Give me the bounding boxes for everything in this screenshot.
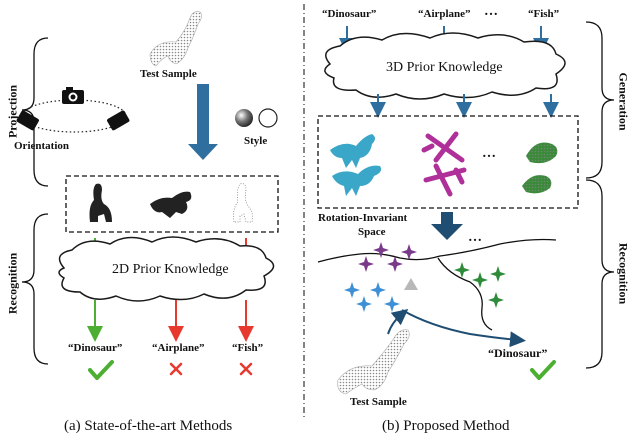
orientation-orbit (21, 99, 127, 133)
prior-cloud-3d (324, 32, 566, 100)
caption-right: (b) Proposed Method (382, 418, 510, 434)
predicted-label: “Dinosaur” (488, 346, 548, 360)
test-sample-label-left: Test Sample (140, 68, 197, 80)
class-label-right-dinosaur: “Dinosaur” (322, 8, 377, 20)
projection-bracket (21, 37, 49, 187)
generated-fish-1 (526, 142, 558, 164)
projected-images-box (65, 175, 279, 233)
projection-silhouette-3 (233, 183, 253, 223)
generated-airplane-1 (421, 131, 465, 163)
projection-label: Projection (5, 84, 20, 139)
style-sphere-shaded (235, 109, 253, 127)
generated-airplane-2 (423, 163, 467, 197)
space-label: Space (358, 226, 386, 238)
class-label-right-fish: “Fish” (528, 8, 560, 20)
cross-icon (169, 362, 183, 376)
ellipsis-space: … (468, 230, 482, 245)
check-icon (88, 360, 114, 380)
caption-left: (a) State-of-the-art Methods (64, 418, 233, 434)
projection-silhouette-1 (89, 183, 112, 222)
star-cluster-green (454, 262, 506, 308)
prior-2d-label: 2D Prior Knowledge (112, 262, 229, 277)
generation-label: Generation (616, 72, 631, 131)
recognition-bracket-left (21, 213, 49, 365)
test-sample-label-right: Test Sample (350, 396, 407, 408)
class-label-left-airplane: “Airplane” (152, 342, 205, 354)
style-sphere-outline (258, 108, 278, 128)
generated-shapes-box (317, 115, 579, 209)
camera-icon (107, 110, 130, 131)
prediction-arrow (401, 309, 526, 348)
generated-fish-2 (522, 175, 552, 194)
generated-dinosaur-1 (330, 134, 375, 168)
query-arrow (387, 309, 409, 335)
generation-bracket (585, 21, 615, 179)
generated-dinosaur-2 (332, 165, 382, 196)
query-point-triangle (404, 278, 418, 290)
style-label: Style (244, 135, 268, 147)
recognition-bracket-right (585, 179, 615, 369)
rotation-invariant-arrow (431, 212, 463, 240)
class-boundary-2 (437, 257, 493, 331)
class-label-left-fish: “Fish” (232, 342, 264, 354)
check-icon (530, 360, 556, 380)
projection-arrow (188, 84, 218, 160)
cross-icon (239, 362, 253, 376)
projection-silhouette-2 (150, 191, 192, 218)
prior-cloud-2d (58, 236, 275, 302)
camera-icon (16, 110, 39, 131)
camera-icon (62, 87, 84, 104)
star-cluster-blue (344, 282, 400, 312)
ellipsis-top: … (484, 4, 498, 19)
class-label-right-airplane: “Airplane” (418, 8, 471, 20)
orientation-label: Orientation (14, 140, 69, 152)
class-boundary-1 (317, 238, 557, 263)
rotation-invariant-label: Rotation-Invariant (318, 212, 408, 224)
star-cluster-purple (358, 242, 417, 272)
class-label-left-dinosaur: “Dinosaur” (68, 342, 123, 354)
ellipsis-generated: … (482, 146, 496, 161)
test-sample-dinosaur-bottom (337, 329, 410, 395)
recognition-label-left: Recognition (5, 252, 20, 315)
test-sample-dinosaur-top (149, 11, 202, 67)
recognition-label-right: Recognition (616, 242, 631, 305)
prior-3d-label: 3D Prior Knowledge (386, 60, 503, 75)
